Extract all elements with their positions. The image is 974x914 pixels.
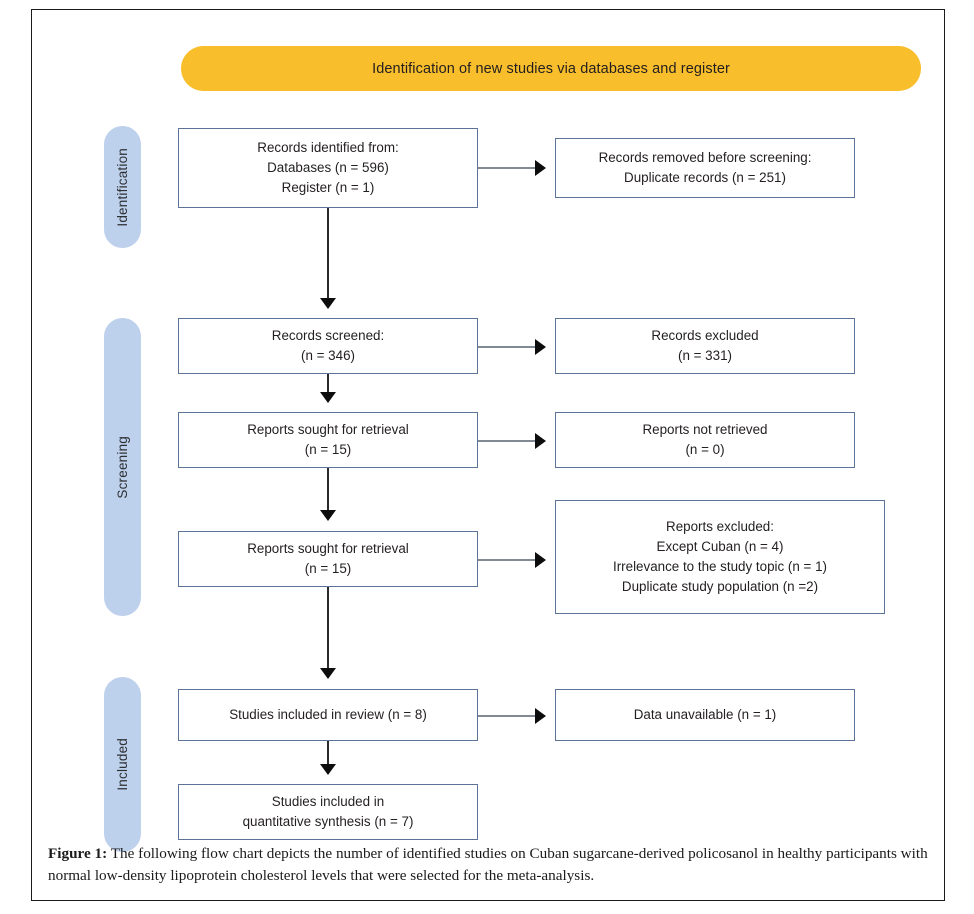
connector-horizontal-line <box>478 346 536 348</box>
stage-pill-included: Included <box>104 677 141 852</box>
box-studies-included-in-review: Studies included in review (n = 8) <box>178 689 478 741</box>
box-line: Records excluded <box>651 328 759 344</box>
figure-frame: Identification of new studies via databa… <box>31 9 945 901</box>
header-banner-label: Identification of new studies via databa… <box>372 60 730 77</box>
connector-vertical-line <box>327 208 329 300</box>
box-records-screened: Records screened: (n = 346) <box>178 318 478 374</box>
box-line: Reports excluded: <box>666 519 774 535</box>
box-line: Records removed before screening: <box>598 150 812 166</box>
arrow-down-icon <box>320 298 336 309</box>
arrow-down-icon <box>320 392 336 403</box>
box-line: Register (n = 1) <box>281 179 375 195</box>
connector-horizontal-line <box>478 167 536 169</box>
box-reports-excluded: Reports excluded: Except Cuban (n = 4) I… <box>555 500 885 614</box>
box-line: (n = 15) <box>304 442 352 457</box>
arrow-down-icon <box>320 668 336 679</box>
figure-caption-text: The following flow chart depicts the num… <box>48 845 928 885</box>
box-line: Data unavailable (n = 1) <box>633 707 777 723</box>
box-line: quantitative synthesis (n = 7) <box>242 814 414 829</box>
stage-pill-identification: Identification <box>104 126 141 248</box>
figure-caption: Figure 1: The following flow chart depic… <box>48 843 930 887</box>
stage-pill-screening: Screening <box>104 318 141 616</box>
connector-vertical-line <box>327 468 329 513</box>
stage-label-identification: Identification <box>115 147 130 227</box>
connector-horizontal-line <box>478 715 536 717</box>
box-line: Studies included in review (n = 8) <box>229 707 427 723</box>
connector-vertical-line <box>327 374 329 394</box>
connector-vertical-line <box>327 587 329 669</box>
box-line: Duplicate study population (n =2) <box>621 578 819 594</box>
box-line: Irrelevance to the study topic (n = 1) <box>613 559 827 574</box>
flowchart-header-banner: Identification of new studies via databa… <box>181 46 921 91</box>
box-line: Duplicate records (n = 251) <box>624 170 786 185</box>
arrow-right-icon <box>535 552 546 568</box>
box-line: Reports sought for retrieval <box>247 422 409 438</box>
box-line: (n = 15) <box>304 561 352 576</box>
box-line: (n = 346) <box>301 348 355 363</box>
arrow-down-icon <box>320 510 336 521</box>
box-line: Reports sought for retrieval <box>247 541 409 557</box>
box-records-identified: Records identified from: Databases (n = … <box>178 128 478 208</box>
box-line: Records screened: <box>271 328 385 344</box>
box-line: (n = 0) <box>685 442 725 457</box>
box-line: Except Cuban (n = 4) <box>656 539 784 555</box>
stage-label-screening: Screening <box>115 435 130 499</box>
box-reports-not-retrieved: Reports not retrieved (n = 0) <box>555 412 855 468</box>
box-line: (n = 331) <box>678 348 732 363</box>
box-reports-sought-for-retrieval-1: Reports sought for retrieval (n = 15) <box>178 412 478 468</box>
arrow-right-icon <box>535 160 546 176</box>
box-studies-included-in-quantitative-synthesis: Studies included in quantitative synthes… <box>178 784 478 840</box>
box-line: Records identified from: <box>257 140 399 156</box>
arrow-right-icon <box>535 708 546 724</box>
box-data-unavailable: Data unavailable (n = 1) <box>555 689 855 741</box>
connector-horizontal-line <box>478 559 536 561</box>
box-line: Databases (n = 596) <box>267 160 389 176</box>
arrow-right-icon <box>535 339 546 355</box>
box-reports-sought-for-retrieval-2: Reports sought for retrieval (n = 15) <box>178 531 478 587</box>
connector-vertical-line <box>327 741 329 766</box>
box-line: Studies included in <box>271 794 385 810</box>
prisma-flowchart: Identification of new studies via databa… <box>32 10 946 852</box>
figure-caption-label: Figure 1: <box>48 845 108 862</box>
arrow-right-icon <box>535 433 546 449</box>
stage-label-included: Included <box>115 738 130 791</box>
box-records-removed-before-screening: Records removed before screening: Duplic… <box>555 138 855 198</box>
connector-horizontal-line <box>478 440 536 442</box>
box-line: Reports not retrieved <box>642 422 768 438</box>
arrow-down-icon <box>320 764 336 775</box>
box-records-excluded: Records excluded (n = 331) <box>555 318 855 374</box>
